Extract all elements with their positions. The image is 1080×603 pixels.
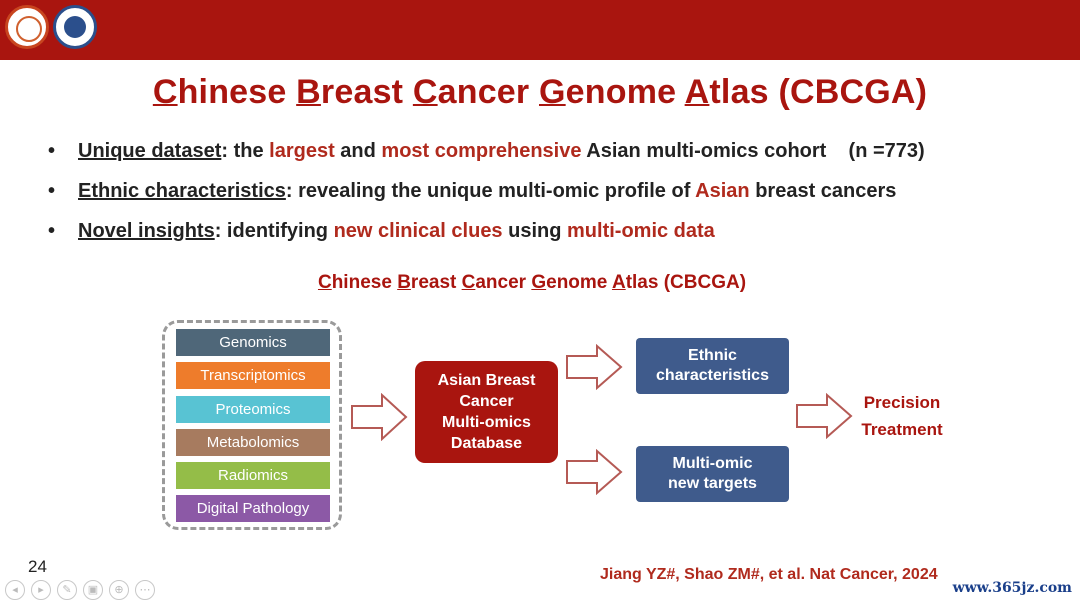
- bullet-key: Ethnic characteristics: [78, 180, 286, 202]
- title-text: tlas (CBCGA): [709, 73, 928, 111]
- pen-icon[interactable]: ✎: [57, 580, 77, 600]
- title-text: hinese: [177, 73, 297, 111]
- bullet-item: • Novel insights: identifying new clinica…: [48, 220, 1058, 260]
- subtitle-initial: C: [461, 272, 476, 293]
- subtitle-text: enome: [546, 272, 612, 293]
- title-text: enome: [565, 73, 685, 111]
- title-initial: A: [684, 73, 710, 111]
- bullet-highlight: largest: [269, 140, 335, 162]
- bullet-text: breast cancers: [749, 180, 897, 202]
- precision-line: Precision: [863, 393, 941, 412]
- bullet-text: using: [502, 220, 568, 242]
- title-initial: G: [539, 73, 566, 111]
- hospital-seal-logo: [53, 5, 97, 49]
- more-icon[interactable]: ⋯: [135, 580, 155, 600]
- database-label-line: Cancer: [459, 393, 514, 410]
- header-bar: [0, 0, 1080, 60]
- next-icon[interactable]: ▸: [31, 580, 51, 600]
- arrow-right-icon: [351, 393, 408, 441]
- slides-icon[interactable]: ▣: [83, 580, 103, 600]
- diagram-title: Chinese Breast Cancer Genome Atlas (CBCG…: [0, 272, 1064, 294]
- title-initial: C: [152, 73, 178, 111]
- arrow-right-icon: [566, 344, 623, 390]
- omic-transcriptomics: Transcriptomics: [176, 362, 330, 389]
- database-label-line: Asian Breast: [437, 372, 536, 389]
- bullet-key: Novel insights: [78, 220, 215, 242]
- slide-title: Chinese Breast Cancer Genome Atlas (CBCG…: [0, 73, 1080, 112]
- omic-proteomics: Proteomics: [176, 396, 330, 423]
- box-label-line: Ethnic: [688, 347, 737, 364]
- subtitle-initial: G: [531, 272, 547, 293]
- citation: Jiang YZ#, Shao ZM#, et al. Nat Cancer, …: [600, 566, 938, 583]
- title-initial: C: [412, 73, 438, 111]
- database-box: Asian Breast Cancer Multi-omics Database: [415, 361, 558, 463]
- subtitle-text: hinese: [331, 272, 398, 293]
- title-text: reast: [320, 73, 413, 111]
- bullet-list: • Unique dataset: the largest and most co…: [48, 140, 1058, 260]
- database-label-line: Database: [450, 435, 523, 452]
- arrow-right-icon: [796, 393, 853, 439]
- watermark: www.365jz.com: [952, 580, 1072, 596]
- zoom-icon[interactable]: ⊕: [109, 580, 129, 600]
- box-label-line: Multi-omic: [672, 455, 753, 472]
- omics-group-frame: [162, 320, 342, 530]
- database-label-line: Multi-omics: [442, 414, 531, 431]
- bullet-key: Unique dataset: [78, 140, 222, 162]
- subtitle-initial: A: [611, 272, 626, 293]
- multi-omic-targets-box: Multi-omic new targets: [636, 446, 789, 502]
- bullet-item: • Unique dataset: the largest and most co…: [48, 140, 1058, 180]
- bullet-highlight: most comprehensive: [381, 140, 582, 162]
- bullet-text: : revealing the unique multi-omic profil…: [285, 180, 696, 202]
- bullet-text: : the: [221, 140, 270, 162]
- slideshow-toolbar: ◂ ▸ ✎ ▣ ⊕ ⋯: [5, 580, 155, 600]
- prev-icon[interactable]: ◂: [5, 580, 25, 600]
- box-label-line: new targets: [668, 475, 757, 492]
- omic-digital-pathology: Digital Pathology: [176, 495, 330, 522]
- subtitle-text: reast: [410, 272, 462, 293]
- bullet-dot: •: [48, 140, 56, 162]
- arrow-right-icon: [566, 449, 623, 495]
- bullet-text: Asian multi-omics cohort (n =773): [581, 140, 925, 162]
- slide-number: 24: [28, 557, 47, 576]
- subtitle-initial: B: [397, 272, 411, 293]
- bullet-text: and: [334, 140, 382, 162]
- precision-treatment-label: Precision Treatment: [852, 389, 952, 443]
- precision-line: Treatment: [861, 420, 943, 439]
- box-label-line: characteristics: [656, 367, 769, 384]
- bullet-text: : identifying: [214, 220, 334, 242]
- bullet-item: • Ethnic characteristics: revealing the u…: [48, 180, 1058, 220]
- subtitle-text: tlas (CBCGA): [625, 272, 747, 293]
- bullet-dot: •: [48, 180, 56, 202]
- title-initial: B: [296, 73, 321, 111]
- bullet-highlight: Asian: [695, 180, 750, 202]
- bullet-highlight: multi-omic data: [567, 220, 715, 242]
- bullet-highlight: new clinical clues: [333, 220, 503, 242]
- university-seal-logo: [5, 5, 49, 49]
- bullet-dot: •: [48, 220, 56, 242]
- omic-radiomics: Radiomics: [176, 462, 330, 489]
- omic-genomics: Genomics: [176, 329, 330, 356]
- omic-metabolomics: Metabolomics: [176, 429, 330, 456]
- subtitle-text: ancer: [475, 272, 532, 293]
- ethnic-characteristics-box: Ethnic characteristics: [636, 338, 789, 394]
- subtitle-initial: C: [317, 272, 332, 293]
- title-text: ancer: [437, 73, 539, 111]
